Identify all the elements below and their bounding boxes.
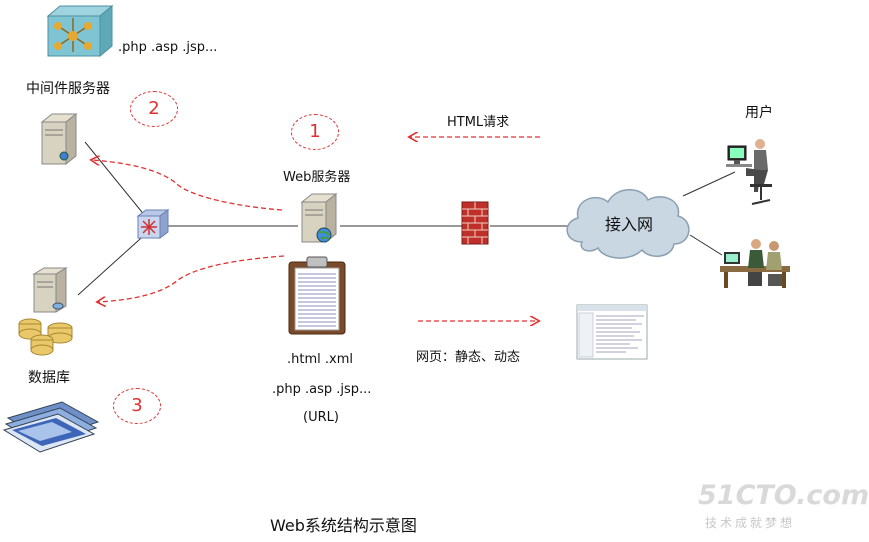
webpage-label: 网页：静态、动态 <box>416 350 521 365</box>
arrow-to-middleware <box>92 160 283 211</box>
marker-3: 3 <box>113 388 161 424</box>
middleware-cube-icon <box>46 4 114 58</box>
diagram-caption: Web系统结构示意图 <box>270 516 417 535</box>
middleware-server-icon <box>40 112 78 166</box>
line-cloud-user1 <box>682 171 736 197</box>
watermark-slogan: 技术成就梦想 <box>705 516 796 530</box>
stacked-pages-icon <box>2 401 100 453</box>
access-network-cloud <box>566 189 690 259</box>
user-computer-icon <box>726 139 772 205</box>
html-request-label: HTML请求 <box>447 115 510 130</box>
arrow-to-database <box>98 255 285 302</box>
web-server-icon <box>300 192 338 244</box>
database-label: 数据库 <box>28 370 70 386</box>
connections <box>77 0 736 542</box>
users-desk-icon <box>720 239 790 288</box>
firewall-icon <box>461 201 489 245</box>
url-label: (URL) <box>303 410 339 425</box>
switch-icon <box>136 209 170 239</box>
database-server-icon <box>18 267 73 356</box>
file-extensions-html: .html .xml <box>287 352 353 367</box>
middleware-server-label: 中间件服务器 <box>26 81 110 97</box>
middleware-extensions-label: .php .asp .jsp... <box>118 40 218 55</box>
user-label: 用户 <box>745 105 773 121</box>
marker-2: 2 <box>130 91 178 127</box>
web-server-label: Web服务器 <box>283 170 351 185</box>
marker-1: 1 <box>291 114 339 150</box>
line-switch-database <box>77 229 151 296</box>
file-extensions-php: .php .asp .jsp... <box>272 382 372 397</box>
access-network-label: 接入网 <box>605 215 654 234</box>
clipboard-document-icon <box>288 256 346 335</box>
webpage-thumbnail-icon <box>576 304 648 360</box>
watermark-brand: 51CTO.com <box>698 480 869 511</box>
line-cloud-user2 <box>689 234 723 256</box>
